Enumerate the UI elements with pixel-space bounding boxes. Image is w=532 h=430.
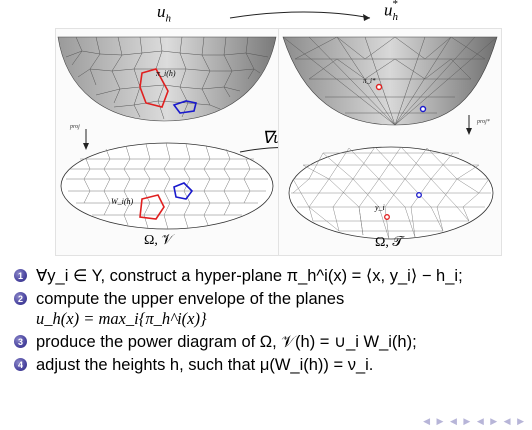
step-4-text: adjust the heights h, such that μ(W_i(h)… (36, 356, 374, 374)
steps-list: 1 ∀y_i ∈ Y, construct a hyper-plane π_h^… (14, 266, 524, 378)
step-3-bullet: 3 (14, 335, 27, 348)
step-1-text: ∀y_i ∈ Y, construct a hyper-plane π_h^i(… (36, 267, 463, 285)
left-diagram (57, 36, 277, 230)
pi-i-star-label: π_i* (363, 77, 376, 85)
right-caption: Ω, 𝒯 (375, 235, 404, 250)
step-4-bullet: 4 (14, 358, 27, 371)
step-2-formula: u_h(x) = max_i{π_h^i(x)} (36, 309, 207, 328)
label-u-h: uh (157, 2, 171, 25)
right-diagram (282, 36, 498, 240)
w-i-h-label: W_i(h) (111, 197, 134, 206)
step-2-text: compute the upper envelope of the planes (36, 290, 345, 308)
left-panel: proj π_i(h) W_i(h) Ω, 𝒱 (55, 28, 279, 256)
step-2: 2 compute the upper envelope of the plan… (14, 289, 524, 329)
proj-star-label: proj* (477, 119, 490, 125)
top-arrow (229, 11, 371, 21)
y-i-label: y_i (375, 203, 385, 212)
proj-label: proj (70, 124, 80, 130)
label-u-h-star: uh* (384, 0, 398, 24)
left-caption: Ω, 𝒱 (144, 233, 174, 248)
step-4: 4 adjust the heights h, such that μ(W_i(… (14, 355, 524, 375)
pi-i-h-label: π_i(h) (156, 69, 176, 78)
step-1-bullet: 1 (14, 269, 27, 282)
step-2-text-wrap: compute the upper envelope of the planes… (36, 289, 524, 329)
right-panel: proj* π_i* y_i Ω, 𝒯 (278, 28, 502, 256)
step-1: 1 ∀y_i ∈ Y, construct a hyper-plane π_h^… (14, 266, 524, 286)
step-3-text: produce the power diagram of Ω, 𝒱(h) = ∪… (36, 333, 417, 351)
beamer-nav-icons[interactable]: ◀ ▶ ◀ ▶ ◀ ▶ ◀ ▶ (423, 416, 526, 426)
step-3: 3 produce the power diagram of Ω, 𝒱(h) =… (14, 332, 524, 352)
step-2-bullet: 2 (14, 292, 27, 305)
